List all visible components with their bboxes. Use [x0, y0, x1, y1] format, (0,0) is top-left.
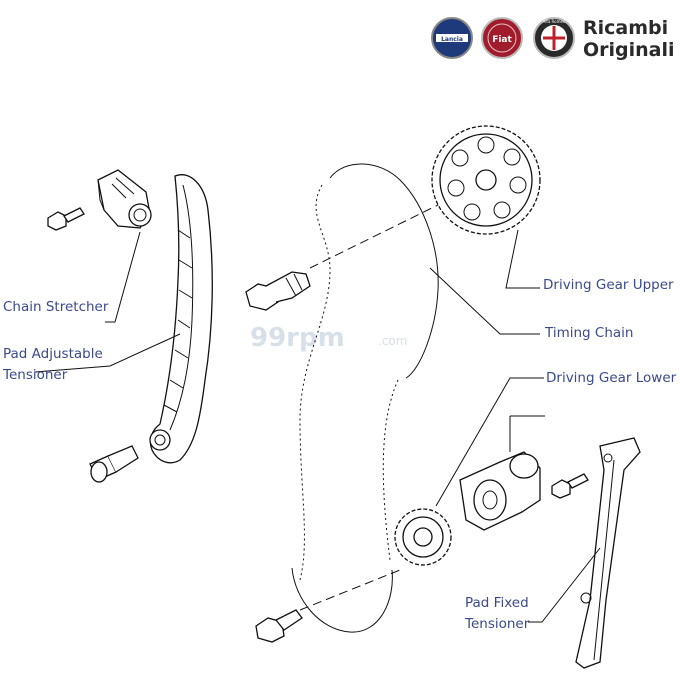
driving-gear-upper-part	[431, 125, 541, 235]
watermark-text: 99rpm	[250, 323, 345, 353]
bottom-bolt	[255, 609, 303, 643]
brand-line-1: Ricambi	[583, 17, 668, 39]
leader-driving-gear-lower	[435, 377, 544, 507]
leader-driving-gear-upper	[505, 229, 540, 289]
label-pad-adjustable-2: Tensioner	[2, 367, 68, 383]
hub-flange-part	[459, 451, 541, 531]
leader-pad-fixed	[528, 547, 601, 623]
svg-text:Lancia: Lancia	[441, 36, 463, 43]
label-driving-gear-upper: Driving Gear Upper	[543, 277, 674, 293]
bolt-small-top	[47, 207, 85, 231]
socket-bolt	[89, 445, 139, 483]
svg-text:Alfa Romeo: Alfa Romeo	[543, 19, 566, 24]
center-bolt	[245, 271, 311, 311]
bolt-small-hub	[551, 473, 589, 499]
label-driving-gear-lower: Driving Gear Lower	[546, 370, 677, 386]
label-pad-fixed-1: Pad Fixed	[465, 595, 529, 611]
leader-chain-stretcher	[105, 231, 141, 323]
label-pad-adjustable-1: Pad Adjustable	[3, 346, 103, 362]
leader-timing-chain	[429, 267, 540, 335]
fiat-logo: Fiat	[481, 17, 523, 59]
chain-stretcher-part	[97, 169, 152, 229]
watermark-suffix: .com	[378, 334, 407, 348]
label-timing-chain: Timing Chain	[544, 325, 633, 341]
label-pad-fixed-2: Tensioner	[464, 616, 530, 632]
lancia-logo: Lancia	[431, 17, 473, 59]
pad-adjustable-tensioner-part	[149, 174, 213, 464]
alfa-romeo-logo: Alfa Romeo	[533, 17, 575, 59]
driving-gear-lower-part	[394, 508, 452, 566]
timing-chain-part	[291, 163, 439, 633]
pad-fixed-tensioner-part	[575, 437, 641, 669]
leader-pad-adjustable	[34, 333, 181, 373]
svg-text:Fiat: Fiat	[492, 35, 512, 45]
label-chain-stretcher: Chain Stretcher	[3, 299, 109, 315]
brand-line-2: Originali	[583, 39, 675, 61]
